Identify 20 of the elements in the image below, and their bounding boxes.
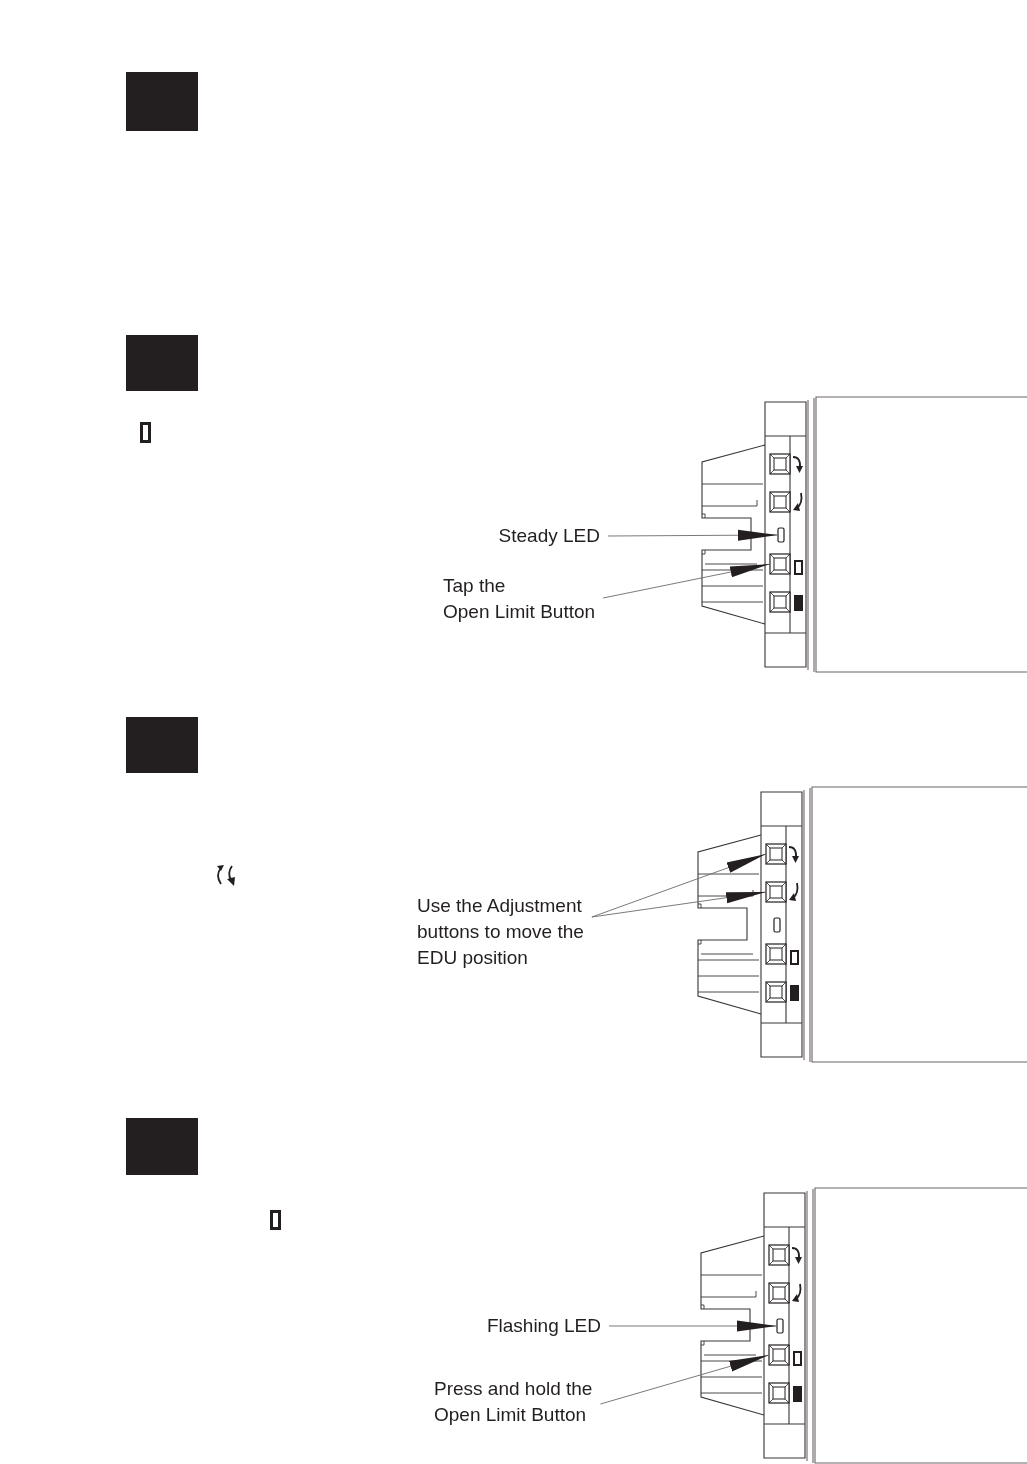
led-light: [773, 917, 781, 933]
callout-text: Use the Adjustment buttons to move the EDU position: [417, 893, 584, 971]
push-button: [768, 1382, 790, 1404]
push-button: [765, 881, 787, 903]
callout-text: Tap the Open Limit Button: [443, 573, 596, 625]
callout-text: Flashing LED: [486, 1313, 601, 1339]
push-button: [769, 491, 791, 513]
led-light: [777, 527, 785, 543]
led-light: [776, 1318, 784, 1334]
push-button: [769, 553, 791, 575]
push-button: [765, 843, 787, 865]
push-button: [769, 453, 791, 475]
push-button: [768, 1244, 790, 1266]
callout-text: Press and hold the Open Limit Button: [434, 1376, 593, 1428]
push-button: [769, 591, 791, 613]
push-button: [768, 1344, 790, 1366]
push-button: [765, 981, 787, 1003]
push-button: [768, 1282, 790, 1304]
push-button: [765, 943, 787, 965]
callout-text: Steady LED: [498, 523, 600, 549]
